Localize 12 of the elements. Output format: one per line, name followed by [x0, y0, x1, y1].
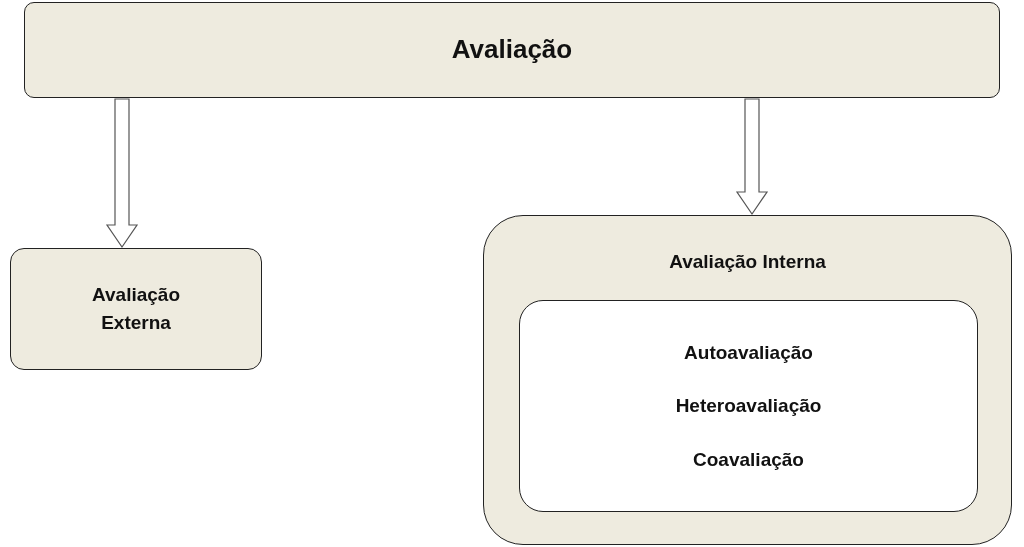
group-heading: Avaliação Interna: [669, 250, 826, 274]
title-text: Avaliação: [451, 33, 573, 67]
process-box: [10, 248, 262, 370]
node-label: Avaliação Externa: [91, 283, 181, 335]
title-box: [24, 2, 1000, 98]
list-box: [519, 300, 978, 512]
node-label: Heteroavaliação: [675, 394, 822, 419]
group-box: [483, 215, 1012, 545]
node-label: Coavaliação: [693, 447, 804, 472]
node-label: Autoavaliação: [684, 340, 813, 365]
block-arrow: [735, 98, 769, 216]
block-arrow: [105, 98, 139, 249]
